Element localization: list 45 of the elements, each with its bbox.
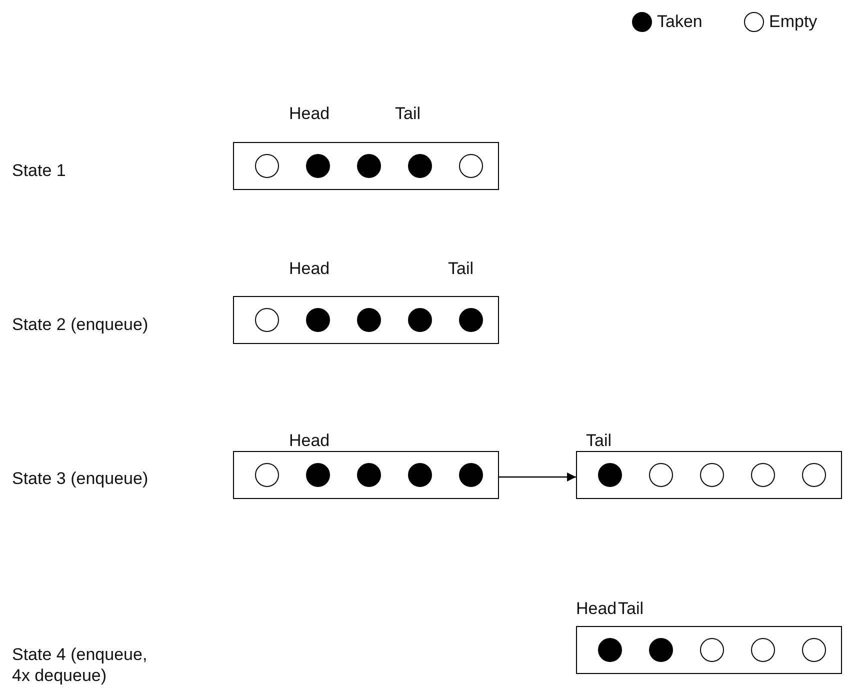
slot-circle — [306, 462, 330, 486]
slot-circle — [408, 462, 432, 486]
slot-circle — [751, 638, 775, 662]
queue-box — [576, 626, 842, 674]
state-label: State 2 (enqueue) — [12, 314, 148, 335]
slot-circle — [357, 308, 381, 332]
pointer-label: Tail — [395, 103, 421, 124]
slot-circle — [306, 308, 330, 332]
slot-circle — [700, 462, 724, 486]
slot-circle — [700, 638, 724, 662]
pointer-label: Head — [576, 598, 617, 619]
slot-circle — [598, 462, 622, 486]
slot-circle — [649, 462, 673, 486]
slot-circle — [255, 308, 279, 332]
pointer-label: Tail — [586, 430, 612, 451]
state-label: State 3 (enqueue) — [12, 468, 148, 489]
slot-circle — [459, 308, 483, 332]
pointer-label: Tail — [448, 258, 474, 279]
slot-circle — [649, 638, 673, 662]
slot-circle — [408, 308, 432, 332]
slot-circle — [459, 154, 483, 178]
slot-circle — [306, 154, 330, 178]
slot-circle — [751, 462, 775, 486]
slot-circle — [408, 154, 432, 178]
pointer-label: Head — [289, 430, 330, 451]
slot-circle — [255, 154, 279, 178]
legend-label: Empty — [769, 11, 818, 32]
slot-circle — [357, 462, 381, 486]
state-label: State 4 (enqueue, 4x dequeue) — [12, 644, 148, 686]
slot-circle — [255, 462, 279, 486]
slot-circle — [802, 638, 826, 662]
pointer-label: Head — [289, 258, 330, 279]
arrow — [499, 472, 576, 482]
slot-circle — [802, 462, 826, 486]
queue-box — [233, 296, 499, 344]
slot-circle — [357, 154, 381, 178]
queue-box — [233, 451, 499, 499]
slot-circle — [459, 462, 483, 486]
legend-label: Taken — [657, 11, 702, 32]
state-label: State 1 — [12, 160, 66, 181]
queue-box — [233, 142, 499, 190]
pointer-label: Head — [289, 103, 330, 124]
queue-box — [576, 451, 842, 499]
pointer-label: Tail — [618, 598, 644, 619]
slot-circle — [598, 638, 622, 662]
